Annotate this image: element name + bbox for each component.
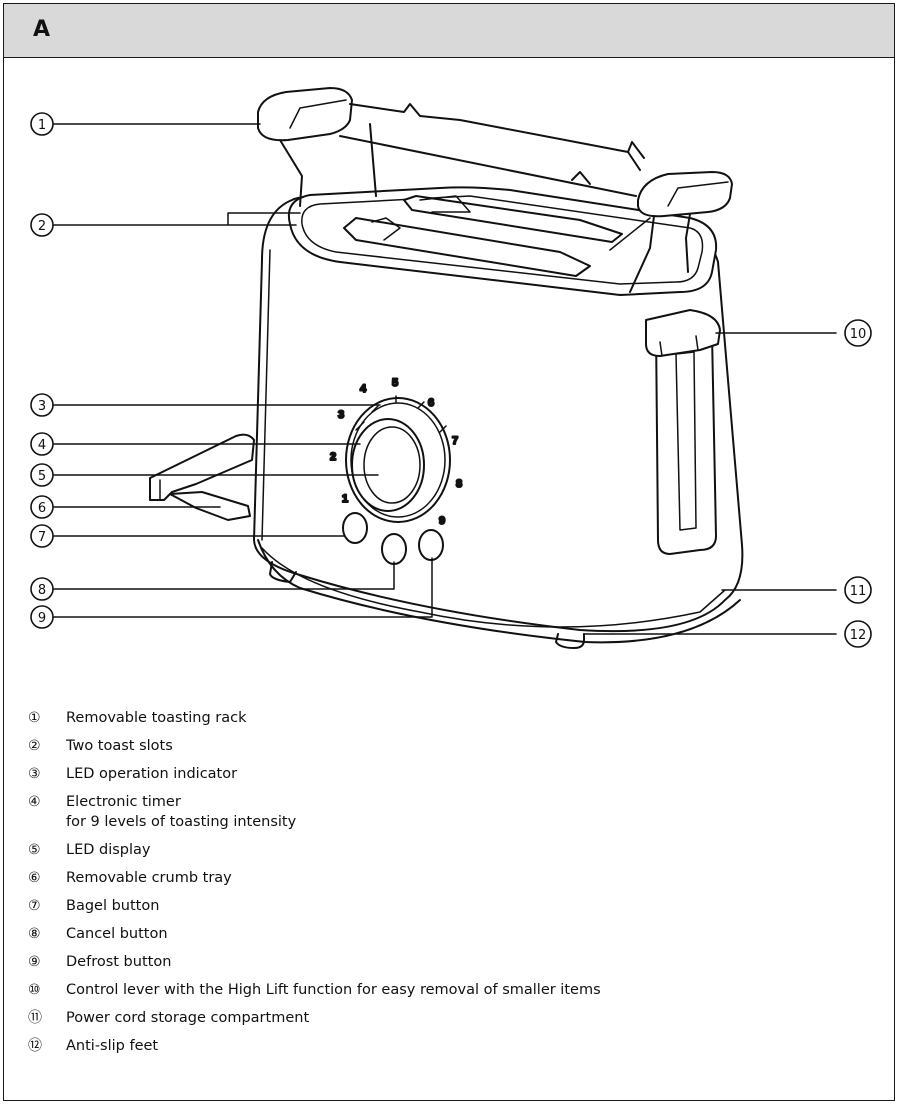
anti-slip-feet <box>269 561 585 649</box>
callout-4: 4 <box>38 438 46 453</box>
toaster-body <box>253 195 744 644</box>
callout-11: 11 <box>850 584 867 599</box>
toast-slots <box>343 195 623 277</box>
leader-lines <box>53 123 837 635</box>
dial-number-8: 8 <box>456 478 462 490</box>
callout-7: 7 <box>38 530 46 545</box>
callout-10: 10 <box>850 327 867 342</box>
callout-markers <box>30 112 872 648</box>
figure-label: A <box>33 17 51 42</box>
callout-8: 8 <box>38 583 46 598</box>
control-lever <box>645 309 721 555</box>
callout-5: 5 <box>38 469 46 484</box>
cancel-button-shape <box>381 533 407 565</box>
dial-number-3: 3 <box>338 409 344 421</box>
dial-number-9: 9 <box>439 515 445 527</box>
timer-dial: 1 2 3 4 5 6 7 8 9 <box>329 376 463 528</box>
defrost-button-shape <box>418 529 444 561</box>
callout-6: 6 <box>38 501 46 516</box>
dial-number-7: 7 <box>452 435 458 447</box>
callout-1: 1 <box>38 118 46 133</box>
dial-number-5: 5 <box>392 377 398 389</box>
dial-number-4: 4 <box>360 383 367 395</box>
callout-9: 9 <box>38 611 46 626</box>
crumb-tray <box>149 433 255 521</box>
dial-number-2: 2 <box>330 451 336 463</box>
bagel-button-shape <box>342 512 368 544</box>
dial-number-1: 1 <box>342 493 348 505</box>
top-plate <box>288 186 718 296</box>
callout-12: 12 <box>850 628 867 643</box>
dial-number-6: 6 <box>428 397 434 409</box>
callout-3: 3 <box>38 399 46 414</box>
figure-header: A <box>4 4 894 58</box>
function-buttons <box>342 512 444 565</box>
toasting-rack <box>257 87 733 293</box>
callout-2: 2 <box>38 219 46 234</box>
